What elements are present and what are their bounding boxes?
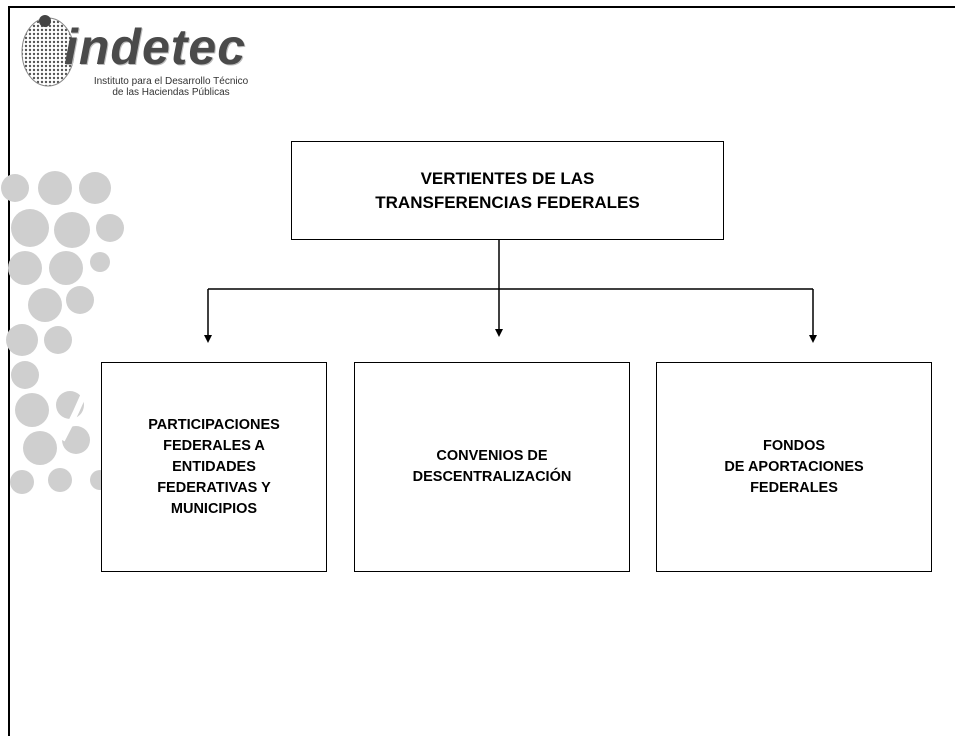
child-node-participaciones: PARTICIPACIONES FEDERALES A ENTIDADES FE… — [101, 362, 327, 572]
slide-frame — [8, 6, 955, 736]
arrowhead-middle — [495, 329, 503, 337]
logo-subtitle-line-1: Instituto para el Desarrollo Técnico — [93, 76, 249, 87]
logo-globe-icon — [21, 15, 75, 87]
arrowhead-left — [204, 335, 212, 343]
root-node: VERTIENTES DE LAS TRANSFERENCIAS FEDERAL… — [291, 141, 724, 240]
child-node-fondos: FONDOS DE APORTACIONES FEDERALES — [656, 362, 932, 572]
logo-subtitle: Instituto para el Desarrollo Técnico de … — [76, 76, 266, 98]
logo-wordmark: indetec — [64, 19, 247, 75]
connector-lines — [204, 240, 817, 343]
child-node-convenios: CONVENIOS DE DESCENTRALIZACIÓN — [354, 362, 630, 572]
arrowhead-right — [809, 335, 817, 343]
logo-subtitle-line-2: de las Haciendas Públicas — [112, 87, 230, 98]
decorative-dot-pattern — [1, 171, 133, 494]
